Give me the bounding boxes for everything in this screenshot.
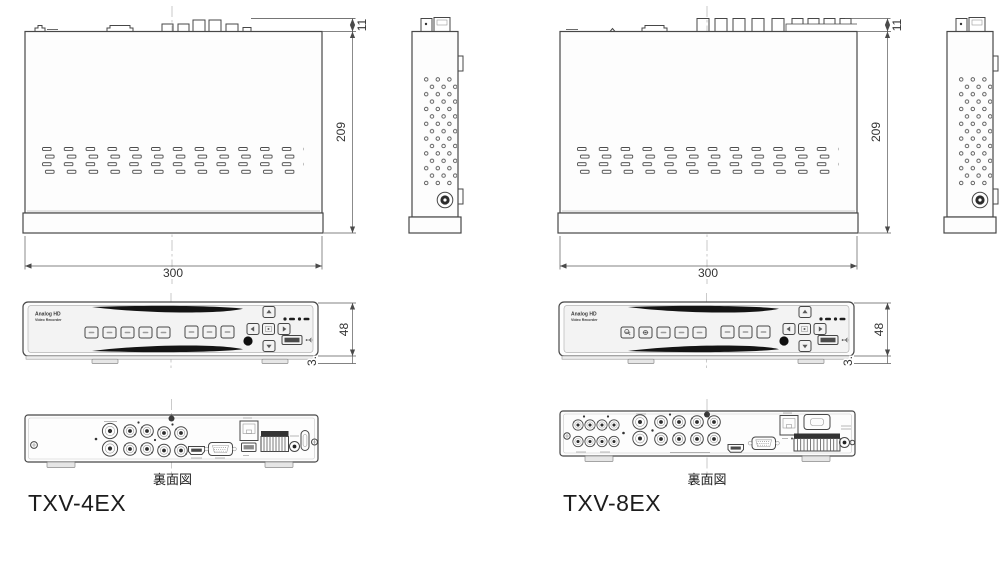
svg-text:3.: 3.: [305, 356, 319, 366]
mount-tab: [992, 55, 999, 72]
power-switch: [300, 430, 310, 451]
svg-text:48: 48: [872, 323, 886, 337]
screw-dot: [668, 413, 672, 416]
front-edge-strip: [557, 212, 859, 234]
front-edge-strip: [943, 216, 997, 234]
foot: [46, 461, 76, 468]
front-view: 48 3.: [559, 302, 891, 368]
chassis-top: [559, 30, 858, 214]
front-edge-strip: [22, 212, 324, 234]
vga-port: [204, 442, 237, 459]
dimension-48: 48: [854, 302, 891, 357]
vent-slots: [42, 147, 304, 175]
mount-tab: [457, 188, 464, 205]
rear-connector-bumps: [34, 19, 252, 32]
screw: [563, 432, 571, 440]
front-edge-strip: [408, 216, 462, 234]
chassis-top: [24, 30, 323, 214]
rear-connector-bumps: [566, 18, 857, 32]
model-name-label: TXV-8EX: [563, 490, 661, 516]
terminal-block: [260, 431, 289, 452]
svg-text:48: 48: [337, 323, 351, 337]
zoom-button-icon: [624, 329, 631, 336]
svg-text:3.: 3.: [841, 356, 855, 366]
hdmi-port: [188, 446, 205, 459]
svg-text:300: 300: [163, 266, 183, 280]
screw-dot: [582, 415, 586, 418]
svg-text:11: 11: [355, 18, 369, 31]
lan-port: [239, 417, 259, 441]
usb-port: [241, 442, 257, 456]
screw-dot: [153, 438, 157, 442]
screw-dot: [651, 429, 654, 432]
screw-dot: [171, 423, 174, 426]
screw: [30, 441, 38, 449]
rear-panel: [24, 414, 319, 463]
rear-view-label: 裏面図: [153, 472, 192, 487]
rear-view: [24, 414, 319, 468]
lan-port: [779, 412, 799, 440]
rear-view: [559, 410, 856, 462]
rear-view-label: 裏面図: [687, 472, 726, 487]
svg-text:300: 300: [698, 266, 718, 280]
dimension-foot: 3.: [840, 354, 891, 368]
screw-dot: [622, 431, 625, 435]
ptz-button-icon: [643, 330, 648, 335]
svg-text:209: 209: [869, 122, 883, 142]
front-view: 48 3.: [23, 302, 356, 368]
dimension-209: 209: [859, 31, 891, 234]
top-view: 11 209 300: [22, 17, 371, 282]
foot: [584, 455, 614, 462]
screw: [311, 438, 318, 446]
rear-connector-bumps: [420, 17, 451, 32]
dc-jack: [289, 435, 300, 452]
top-view: 11 209 300: [557, 17, 906, 282]
txv-8ex-group: 11 209 300: [557, 6, 999, 516]
screw-dot: [606, 415, 610, 418]
screw-dot: [94, 437, 98, 441]
mount-tab: [992, 188, 999, 205]
mount-tab: [457, 55, 464, 72]
screw-dot: [137, 421, 140, 424]
dimension-11: 11: [251, 17, 371, 33]
vga-port: [747, 436, 780, 450]
dimension-209: 209: [324, 31, 356, 234]
screw: [168, 415, 175, 422]
dimension-300: 300: [559, 236, 858, 282]
dimension-300: 300: [24, 236, 323, 282]
dimension-48: 48: [318, 302, 356, 357]
svg-text:209: 209: [334, 122, 348, 142]
vent-slots: [577, 147, 839, 175]
power-jack: [436, 191, 454, 209]
dimension-11: 11: [845, 17, 906, 33]
foot: [801, 455, 831, 462]
svg-text:11: 11: [890, 18, 904, 31]
dimension-foot: 3.: [304, 354, 356, 368]
screw: [849, 439, 856, 446]
side-view: [943, 17, 999, 234]
rear-panel: [559, 410, 856, 457]
foot: [264, 461, 294, 468]
esata-port: [803, 414, 831, 430]
model-name-label: TXV-4EX: [28, 490, 126, 516]
rear-connector-bumps: [955, 17, 986, 32]
side-vent-holes: [958, 76, 992, 187]
txv-4ex-group: 11 209 300: [22, 6, 464, 516]
side-vent-holes: [423, 76, 457, 187]
hdmi-port: [727, 444, 744, 453]
screw-dot: [704, 413, 708, 416]
side-view: [408, 17, 464, 234]
power-jack: [971, 191, 989, 209]
